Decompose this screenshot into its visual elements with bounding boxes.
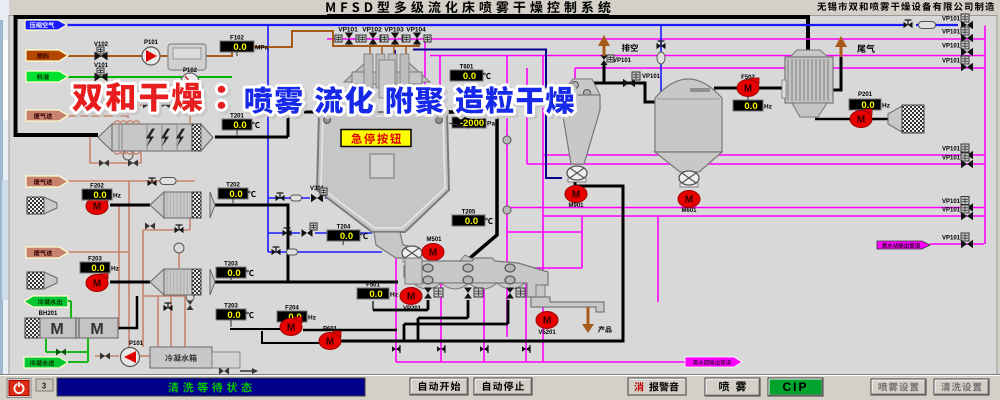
svg-text:M: M <box>326 337 334 348</box>
svg-text:T203: T203 <box>224 262 238 268</box>
svg-text:M: M <box>407 292 415 303</box>
svg-text:0.0: 0.0 <box>227 310 240 321</box>
svg-text:VP101: VP101 <box>338 27 358 34</box>
svg-text:F501: F501 <box>366 283 380 289</box>
svg-text:P601: P601 <box>323 327 338 333</box>
svg-text:V101: V101 <box>94 63 109 69</box>
svg-text:0.0: 0.0 <box>229 189 242 200</box>
svg-text:F202: F202 <box>90 184 104 190</box>
svg-text:F502: F502 <box>741 75 755 81</box>
svg-text:T203: T203 <box>224 304 238 310</box>
svg-text:M501: M501 <box>426 237 442 243</box>
svg-text:3: 3 <box>42 382 47 391</box>
svg-text:VP104: VP104 <box>406 27 426 34</box>
svg-text:V102: V102 <box>94 42 109 48</box>
svg-text:VP101: VP101 <box>642 74 661 80</box>
svg-text:M: M <box>287 323 295 334</box>
svg-text:F203: F203 <box>88 257 102 263</box>
svg-text:VP201: VP201 <box>403 306 422 312</box>
svg-text:0.0: 0.0 <box>93 190 106 201</box>
svg-text:MPa: MPa <box>255 45 269 52</box>
svg-text:M: M <box>429 248 437 259</box>
svg-text:0.0: 0.0 <box>91 263 104 274</box>
svg-text:M: M <box>93 202 101 213</box>
svg-text:-2000: -2000 <box>460 118 484 129</box>
svg-text:Hz: Hz <box>308 315 317 322</box>
svg-text:0.0: 0.0 <box>369 289 382 300</box>
svg-text:M: M <box>93 279 101 290</box>
svg-text:P102: P102 <box>183 68 198 74</box>
svg-text:VP103: VP103 <box>384 27 404 34</box>
svg-text:0.0: 0.0 <box>744 101 757 112</box>
svg-text:VP101: VP101 <box>942 199 961 205</box>
svg-text:VP102: VP102 <box>362 27 382 34</box>
svg-text:Hz: Hz <box>882 103 891 110</box>
svg-text:VP101: VP101 <box>942 44 961 50</box>
svg-text:VP101: VP101 <box>942 236 961 242</box>
svg-text:P101: P101 <box>144 40 159 46</box>
svg-text:T202: T202 <box>226 183 240 189</box>
svg-text:M: M <box>857 115 865 126</box>
svg-text:M: M <box>572 190 580 201</box>
svg-text:M601: M601 <box>681 208 697 214</box>
svg-text:CIP: CIP <box>782 380 808 394</box>
svg-text:0.0: 0.0 <box>465 216 478 227</box>
svg-text:M: M <box>685 195 693 206</box>
svg-text:T201: T201 <box>230 114 244 120</box>
svg-text:P101: P101 <box>129 341 144 347</box>
svg-text:VP101: VP101 <box>942 30 961 36</box>
svg-text:M901: M901 <box>568 203 584 209</box>
svg-text:M: M <box>90 321 103 338</box>
svg-text:Hz: Hz <box>764 104 773 111</box>
svg-text:T205: T205 <box>462 210 476 216</box>
svg-text:0.0: 0.0 <box>340 231 353 242</box>
svg-text:Hz: Hz <box>390 292 399 299</box>
svg-text:M: M <box>744 84 752 95</box>
svg-text:T204: T204 <box>337 225 351 231</box>
svg-text:F204: F204 <box>285 306 299 312</box>
svg-text:0.0: 0.0 <box>233 120 246 131</box>
svg-text:Hz: Hz <box>111 266 120 273</box>
svg-text:M: M <box>543 316 551 327</box>
svg-text:0.0: 0.0 <box>233 42 246 53</box>
svg-text:V5201: V5201 <box>538 330 556 336</box>
svg-text:M: M <box>50 321 63 338</box>
svg-text:VP101: VP101 <box>942 156 961 162</box>
svg-text:BH201: BH201 <box>39 311 58 317</box>
svg-text:VP101: VP101 <box>942 59 961 65</box>
svg-text:0.0: 0.0 <box>463 71 476 82</box>
svg-text:VP101: VP101 <box>613 58 632 64</box>
svg-text:V301: V301 <box>310 186 325 192</box>
svg-text:0.0: 0.0 <box>861 100 874 111</box>
svg-text:VP101: VP101 <box>942 17 961 23</box>
svg-text:Pa: Pa <box>487 121 495 128</box>
svg-text:0.0: 0.0 <box>227 268 240 279</box>
svg-text:F102: F102 <box>230 36 244 42</box>
svg-text:P201: P201 <box>858 92 873 98</box>
svg-text:VP101: VP101 <box>942 208 961 214</box>
svg-text:VP101: VP101 <box>942 147 961 153</box>
svg-text:T601: T601 <box>460 65 474 71</box>
svg-text:Hz: Hz <box>113 193 122 200</box>
